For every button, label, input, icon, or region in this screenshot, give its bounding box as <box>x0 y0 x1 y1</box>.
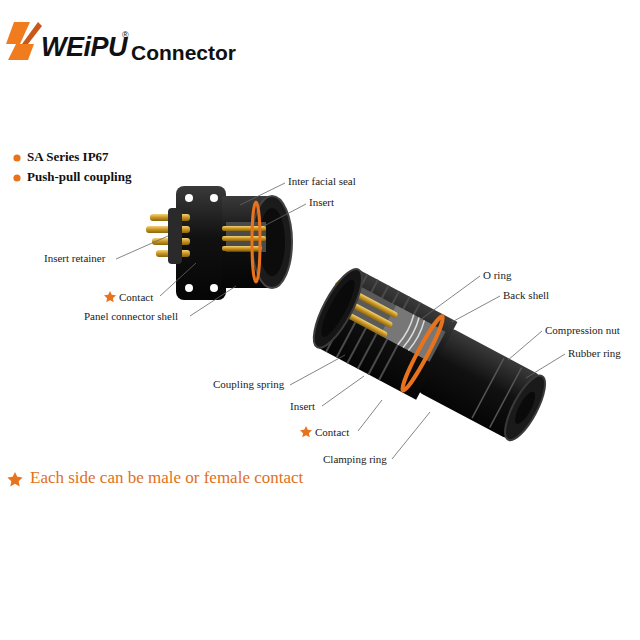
star-mark <box>104 291 116 302</box>
feature-text: Push-pull coupling <box>27 170 131 184</box>
brand-word: Connector <box>131 41 236 64</box>
part-name: Clamping ring <box>323 453 387 465</box>
part-name: Rubber ring <box>568 347 621 359</box>
leader-lines <box>116 183 565 459</box>
part-name: Panel connector shell <box>84 310 178 322</box>
part-name: Insert <box>309 196 334 208</box>
part-name: Insert retainer <box>44 252 105 264</box>
bullet-dot <box>13 154 20 161</box>
part-name: Contact <box>119 291 153 303</box>
part-name: Coupling spring <box>213 378 284 390</box>
part-name: Back shell <box>503 289 549 301</box>
part-name: Inter facial seal <box>288 175 356 187</box>
star-mark <box>7 472 22 486</box>
bullet-dot <box>13 174 20 181</box>
cable-plug <box>305 263 556 452</box>
feature-text: SA Series IP67 <box>27 150 109 164</box>
logo-icon <box>6 22 42 60</box>
registered-mark: ® <box>122 31 129 41</box>
part-name: O ring <box>483 269 511 281</box>
panel-connector <box>146 186 292 300</box>
part-name: Contact <box>315 426 349 438</box>
brand-name: WEiPU <box>41 33 127 63</box>
star-mark <box>300 426 312 437</box>
note-text: Each side can be male or female contact <box>30 469 303 488</box>
part-name: Insert <box>290 400 315 412</box>
part-name: Compression nut <box>545 324 620 336</box>
